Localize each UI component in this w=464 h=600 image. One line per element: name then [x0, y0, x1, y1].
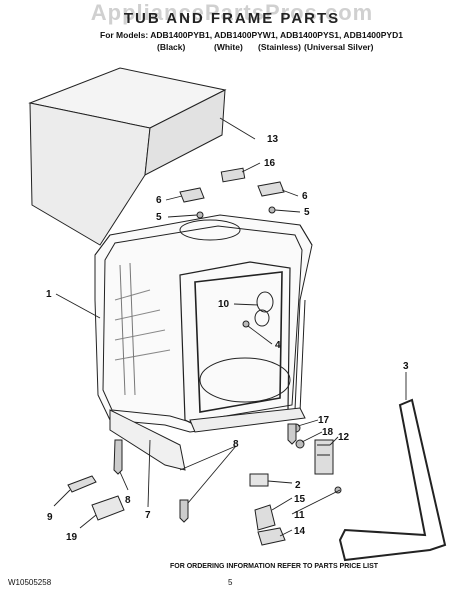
callout-18: 18 — [322, 427, 334, 438]
screw-part-5-left — [196, 211, 204, 219]
door-gasket-part — [338, 398, 447, 562]
spring-part-10 — [254, 291, 274, 327]
callout-11: 11 — [294, 510, 305, 521]
tub-frame — [94, 214, 313, 471]
models-line: For Models: ADB1400PYB1, ADB1400PYW1, AD… — [100, 30, 403, 40]
callout-4: 4 — [275, 340, 281, 351]
page-number: 5 — [228, 578, 233, 587]
bracket-part-16 — [220, 167, 246, 183]
part-9 — [67, 475, 97, 493]
callout-7: 7 — [145, 510, 151, 521]
callout-1: 1 — [46, 289, 52, 300]
callout-5-left: 5 — [156, 212, 162, 223]
callout-13: 13 — [267, 134, 279, 145]
callout-9: 9 — [47, 512, 53, 523]
ordering-note: FOR ORDERING INFORMATION REFER TO PARTS … — [170, 563, 379, 570]
callout-5-right: 5 — [304, 207, 310, 218]
variant-white: (White) — [214, 42, 243, 52]
clip-part-2 — [249, 473, 269, 487]
bracket-part-12 — [314, 439, 334, 475]
callout-19: 19 — [66, 532, 78, 543]
leveling-leg-part-8-right — [287, 423, 297, 445]
callout-2: 2 — [295, 480, 301, 491]
variant-black: (Black) — [157, 42, 186, 52]
callout-6-right: 6 — [302, 191, 308, 202]
callout-15: 15 — [294, 494, 306, 505]
leader-lines — [53, 117, 407, 537]
part-19 — [91, 495, 125, 521]
variant-universal-silver: (Universal Silver) — [304, 42, 374, 52]
valve-part-15 — [254, 504, 276, 531]
variant-stainless: (Stainless) — [258, 42, 301, 52]
callout-17: 17 — [318, 415, 330, 426]
callout-3: 3 — [403, 361, 409, 372]
callout-10: 10 — [218, 299, 230, 310]
callout-labels: 13 16 6 5 6 5 1 10 4 3 17 18 12 2 8 15 1… — [46, 134, 409, 543]
callout-8-left: 8 — [125, 495, 131, 506]
leveling-leg-part-8-center — [179, 499, 189, 523]
bracket-part-6-right — [257, 181, 285, 197]
callout-8-center: 8 — [233, 439, 239, 450]
bracket-part-14 — [257, 527, 286, 546]
callout-16: 16 — [264, 158, 276, 169]
top-blanket-part — [28, 67, 227, 246]
callout-12: 12 — [338, 432, 350, 443]
diagram-title: TUB AND FRAME PARTS — [123, 10, 341, 27]
screw-part-5-right — [268, 206, 276, 214]
callout-14: 14 — [294, 526, 306, 537]
screw-part-4 — [242, 320, 250, 328]
bracket-part-6-left — [179, 187, 205, 203]
callout-6-left: 6 — [156, 195, 162, 206]
document-code: W10505258 — [8, 578, 52, 587]
watermark: AppliancePartsPros.com — [90, 0, 374, 25]
leveling-leg-part-8-left — [113, 439, 123, 475]
